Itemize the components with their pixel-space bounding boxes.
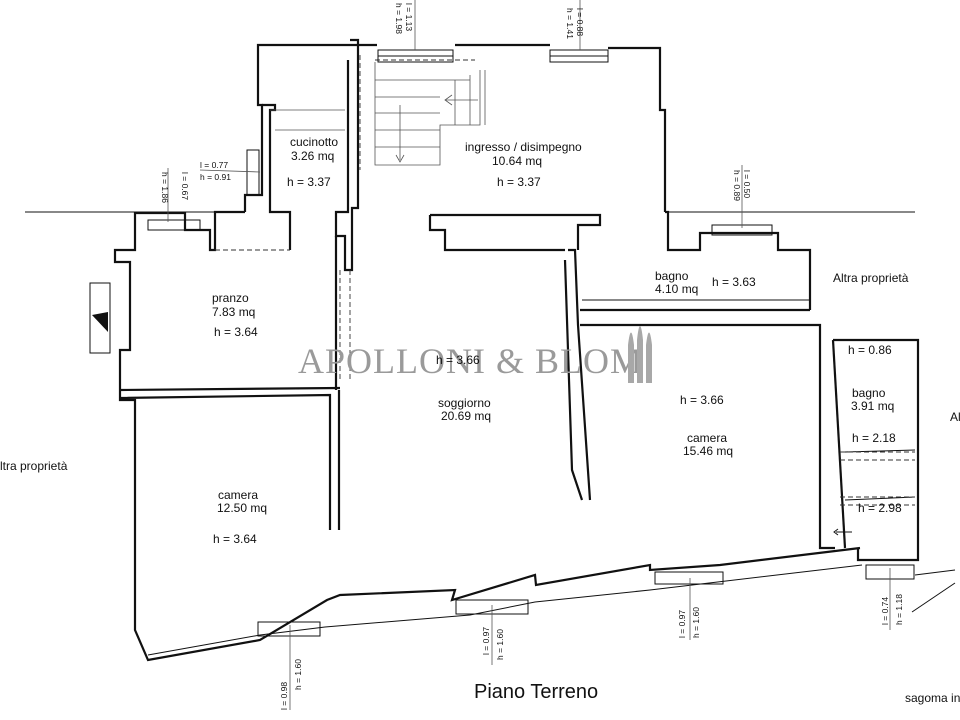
room-height: h = 3.64 [214, 325, 258, 339]
room-ingresso: ingresso / disimpegno 10.64 mq h = 3.37 [465, 140, 582, 189]
room-area: 15.46 mq [683, 444, 733, 458]
svg-text:l = 0.67: l = 0.67 [180, 172, 190, 200]
window-label-bottom-1: l = 0.98 h = 1.60 [279, 659, 303, 710]
svg-text:l = 0.88: l = 0.88 [575, 8, 585, 36]
window-label-top-right: l = 0.88 h = 1.41 [565, 8, 585, 39]
room-height: h = 3.37 [497, 175, 541, 189]
room-height: h = 3.64 [213, 532, 257, 546]
label-altra-proprieta-left: ltra proprietà [0, 459, 68, 473]
window-dimension-lines [167, 0, 891, 710]
watermark-text: APOLLONI & BLOM [298, 341, 643, 381]
label-altra-edge: Al [950, 410, 960, 424]
svg-text:h = 1.18: h = 1.18 [894, 594, 904, 625]
label-sagoma: sagoma in [905, 691, 960, 705]
window-label-bagno-1: l = 0.50 h = 0.89 [732, 170, 752, 201]
window-label-bottom-4: l = 0.74 h = 1.18 [880, 594, 904, 625]
room-name: cucinotto [290, 135, 338, 149]
room-name: bagno [655, 269, 689, 283]
svg-text:h = 1.41: h = 1.41 [565, 8, 575, 39]
window-label-cucinotto: l = 0.77 h = 0.91 [200, 160, 231, 182]
room-camera-left: camera 12.50 mq h = 3.64 [213, 488, 267, 546]
room-height: h = 3.37 [287, 175, 331, 189]
window-label-pranzo: l = 0.67 h = 1.86 [160, 172, 190, 203]
svg-text:l = 1.13: l = 1.13 [404, 3, 414, 31]
floor-title: Piano Terreno [474, 681, 598, 703]
room-height-bottom: h = 2.98 [858, 501, 902, 515]
room-name: camera [687, 431, 727, 445]
svg-text:l = 0.97: l = 0.97 [481, 627, 491, 655]
room-bagno-2: h = 0.86 bagno 3.91 mq h = 2.18 h = 2.98 [848, 343, 902, 515]
svg-text:h = 1.60: h = 1.60 [691, 607, 701, 638]
svg-text:h = 1.86: h = 1.86 [160, 172, 170, 203]
room-area: 3.91 mq [851, 399, 894, 413]
room-height: h = 3.63 [712, 275, 756, 289]
doors [215, 55, 475, 380]
fireplace [89, 282, 111, 354]
svg-text:l = 0.50: l = 0.50 [742, 170, 752, 198]
room-height: h = 3.66 [436, 353, 480, 367]
interior-walls [119, 38, 916, 549]
room-camera-right: h = 3.66 camera 15.46 mq [680, 393, 733, 458]
window-label-top-left: l = 1.13 h = 1.98 [394, 3, 414, 34]
staircase [270, 62, 486, 166]
svg-text:h = 1.60: h = 1.60 [495, 629, 505, 660]
svg-text:l = 0.97: l = 0.97 [677, 610, 687, 638]
room-bagno-1: bagno 4.10 mq h = 3.63 [655, 269, 756, 296]
room-soggiorno: h = 3.66 soggiorno 20.69 mq [436, 353, 491, 423]
svg-text:h = 0.89: h = 0.89 [732, 170, 742, 201]
room-name: ingresso / disimpegno [465, 140, 582, 154]
svg-text:l = 0.74: l = 0.74 [880, 597, 890, 625]
window-label-bottom-2: l = 0.97 h = 1.60 [481, 627, 505, 660]
room-height-mid: h = 2.18 [852, 431, 896, 445]
svg-text:h = 0.91: h = 0.91 [200, 172, 231, 182]
svg-text:h = 1.60: h = 1.60 [293, 659, 303, 690]
label-altra-proprieta-right: Altra proprietà [833, 271, 909, 285]
fireplace-icon [92, 312, 108, 332]
window-label-bottom-3: l = 0.97 h = 1.60 [677, 607, 701, 638]
svg-text:h = 1.98: h = 1.98 [394, 3, 404, 34]
svg-text:l = 0.77: l = 0.77 [200, 160, 228, 170]
room-area: 4.10 mq [655, 282, 698, 296]
room-area: 3.26 mq [291, 149, 334, 163]
room-pranzo: pranzo 7.83 mq h = 3.64 [212, 291, 258, 339]
room-name: camera [218, 488, 258, 502]
room-area: 20.69 mq [441, 409, 491, 423]
room-name: soggiorno [438, 396, 491, 410]
watermark: APOLLONI & BLOM [298, 326, 652, 383]
room-name: bagno [852, 386, 886, 400]
room-area: 12.50 mq [217, 501, 267, 515]
room-height: h = 3.66 [680, 393, 724, 407]
room-area: 10.64 mq [492, 154, 542, 168]
room-name: pranzo [212, 291, 249, 305]
room-height-top: h = 0.86 [848, 343, 892, 357]
room-area: 7.83 mq [212, 305, 255, 319]
svg-text:l = 0.98: l = 0.98 [279, 682, 289, 710]
room-cucinotto: cucinotto 3.26 mq h = 3.37 [287, 135, 338, 189]
